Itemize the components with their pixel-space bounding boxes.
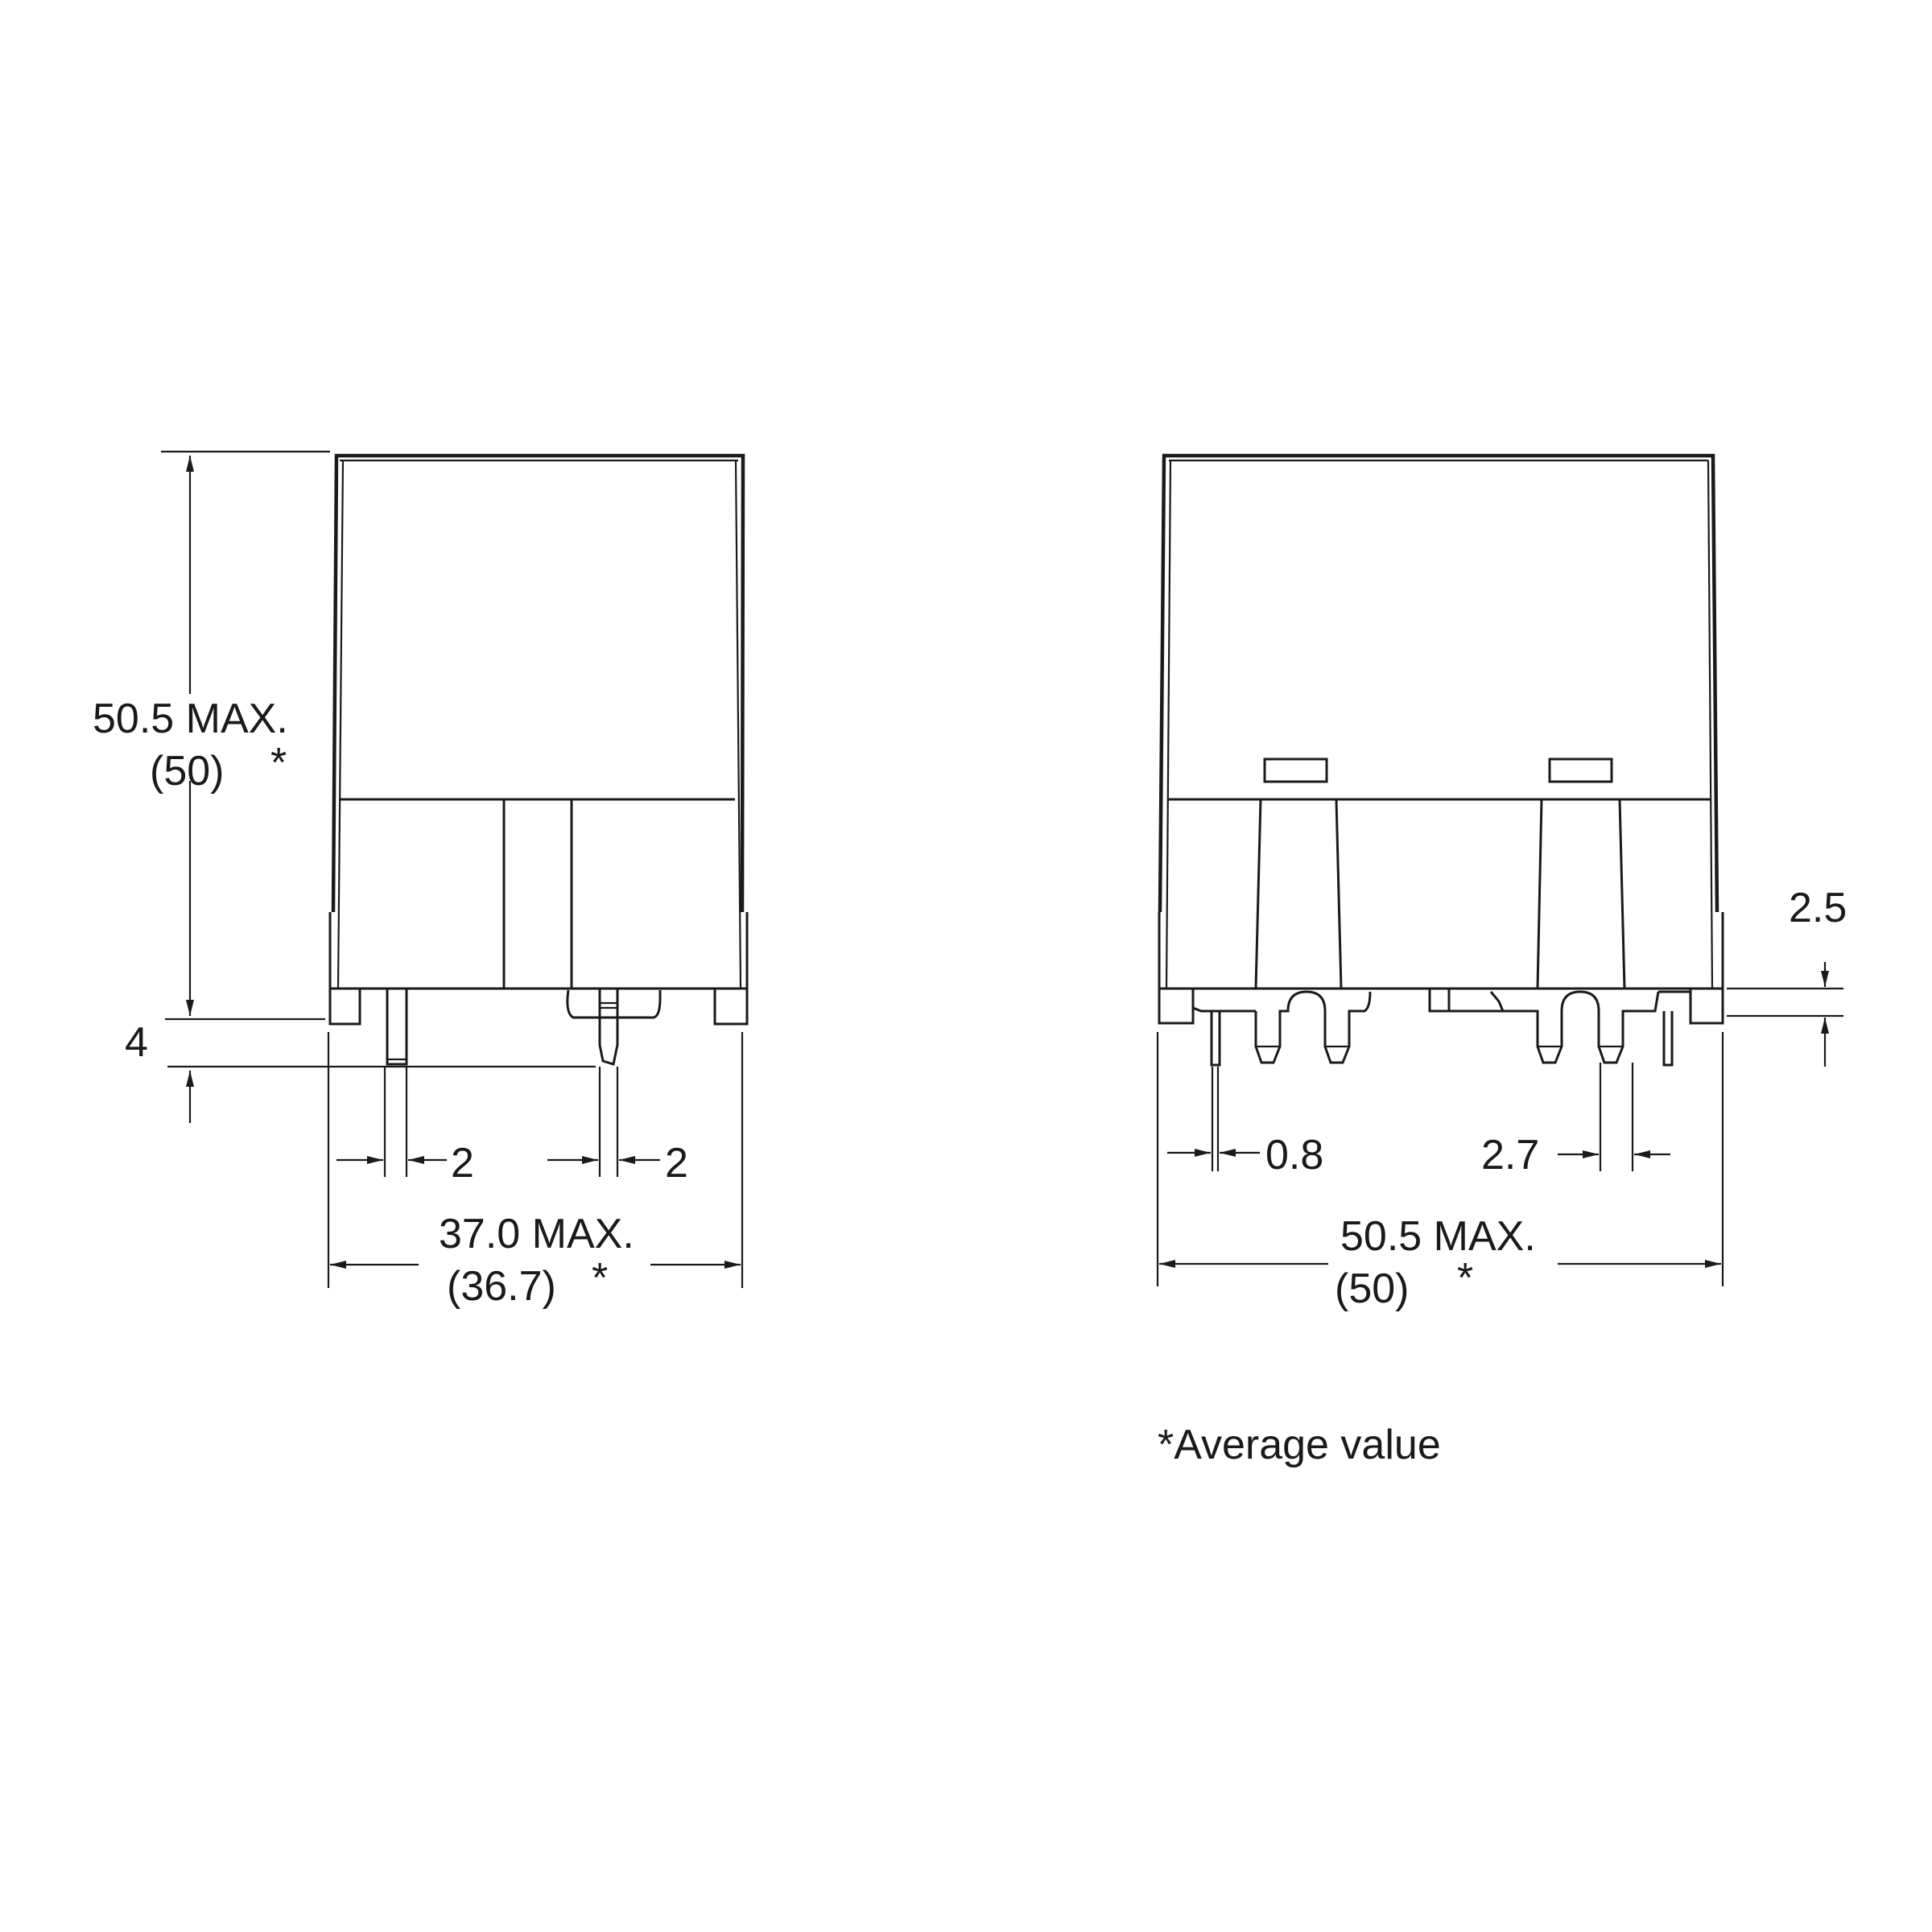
- footnote-average-value: *Average value: [1158, 1422, 1441, 1468]
- left-terminal-dimension: 4: [125, 1018, 596, 1123]
- large-pin-width-label: 2.7: [1481, 1132, 1539, 1179]
- standoff-label: 2.5: [1789, 885, 1847, 931]
- right-cover-outline: [1158, 453, 1724, 1024]
- left-width-asterisk: *: [592, 1255, 608, 1302]
- left-width-avg-label: (36.7): [447, 1263, 556, 1310]
- left-height-dimension: 50.5 MAX. (50) *: [93, 450, 330, 1016]
- left-height-asterisk: *: [270, 740, 287, 786]
- left-height-avg-label: (50): [150, 748, 224, 795]
- right-width-dimension: 50.5 MAX. (50) *: [1156, 1032, 1724, 1312]
- right-view: 2.5 0.8 2.7 50.5 MAX. (50) *: [1156, 453, 1847, 1312]
- left-pin-width-dimensions: 2 2: [336, 1067, 688, 1187]
- right-pin-width-label: 2: [665, 1140, 688, 1187]
- indicator-slot-left: [1263, 758, 1328, 783]
- small-pin-width-label: 0.8: [1265, 1132, 1323, 1179]
- right-width-asterisk: *: [1457, 1255, 1473, 1302]
- terminal-protrusion-label: 4: [125, 1019, 148, 1066]
- left-base: [328, 798, 749, 1066]
- right-base: [1158, 758, 1724, 1067]
- large-pin-width-dimension: 2.7: [1481, 1063, 1670, 1179]
- left-pin-width-label: 2: [451, 1140, 474, 1187]
- right-width-avg-label: (50): [1335, 1265, 1409, 1312]
- left-view: 50.5 MAX. (50) * 4 2 2: [93, 450, 749, 1310]
- small-pin-width-dimension: 0.8: [1167, 1067, 1323, 1179]
- left-cover-outline: [328, 453, 749, 1024]
- left-height-max-label: 50.5 MAX.: [93, 696, 288, 742]
- indicator-slot-right: [1548, 758, 1613, 783]
- left-width-max-label: 37.0 MAX.: [439, 1211, 634, 1257]
- right-width-max-label: 50.5 MAX.: [1340, 1213, 1536, 1260]
- standoff-dimension: 2.5: [1727, 885, 1847, 1067]
- left-width-dimension: 37.0 MAX. (36.7) *: [327, 1032, 744, 1310]
